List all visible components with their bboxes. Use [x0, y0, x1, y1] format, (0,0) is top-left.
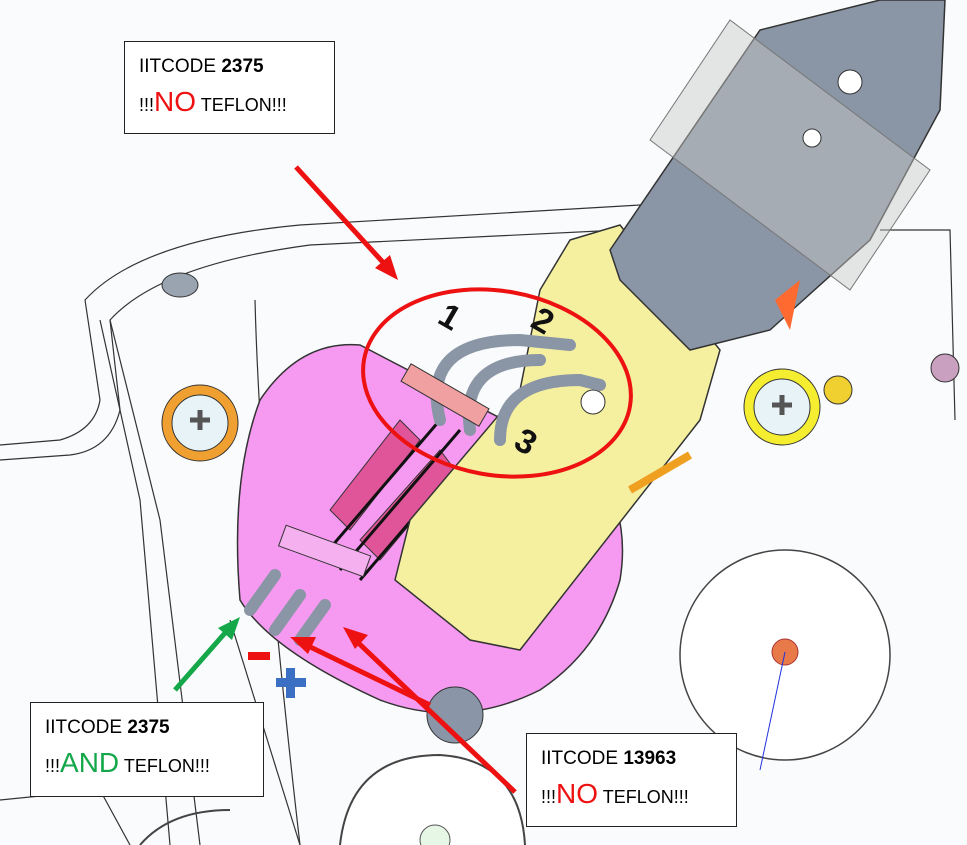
note-code-label: IITCODE [45, 717, 123, 738]
note-keyword: NO [154, 86, 197, 117]
note-code: 13963 [623, 748, 677, 769]
note-code-label: IITCODE [139, 56, 217, 77]
minus-sign [248, 652, 270, 660]
note-code: 2375 [127, 717, 170, 738]
red-arrows [290, 165, 517, 794]
screw-right [743, 368, 821, 446]
note-code-label: IITCODE [541, 748, 619, 769]
note-keyword: AND [60, 747, 120, 778]
screw-left [161, 384, 239, 462]
note-suffix: TEFLON!!! [123, 756, 210, 776]
note-iitcode-2375-and-teflon: IITCODE 2375 !!!AND TEFLON!!! [30, 702, 264, 797]
note-keyword: NO [556, 778, 599, 809]
note-code: 2375 [221, 56, 264, 77]
plus-sign [276, 668, 306, 698]
green-arrow [173, 617, 240, 692]
note-suffix: TEFLON!!! [200, 95, 287, 115]
note-iitcode-13963-no-teflon: IITCODE 13963 !!!NO TEFLON!!! [526, 733, 737, 827]
highlight-circle [361, 287, 633, 479]
note-iitcode-2375-no-teflon: IITCODE 2375 !!!NO TEFLON!!! [124, 41, 335, 134]
grey-plug [609, 0, 946, 351]
screw-bottom [426, 686, 484, 744]
note-prefix: !!! [139, 95, 155, 115]
note-prefix: !!! [541, 787, 557, 807]
note-prefix: !!! [45, 756, 61, 776]
note-suffix: TEFLON!!! [602, 787, 689, 807]
